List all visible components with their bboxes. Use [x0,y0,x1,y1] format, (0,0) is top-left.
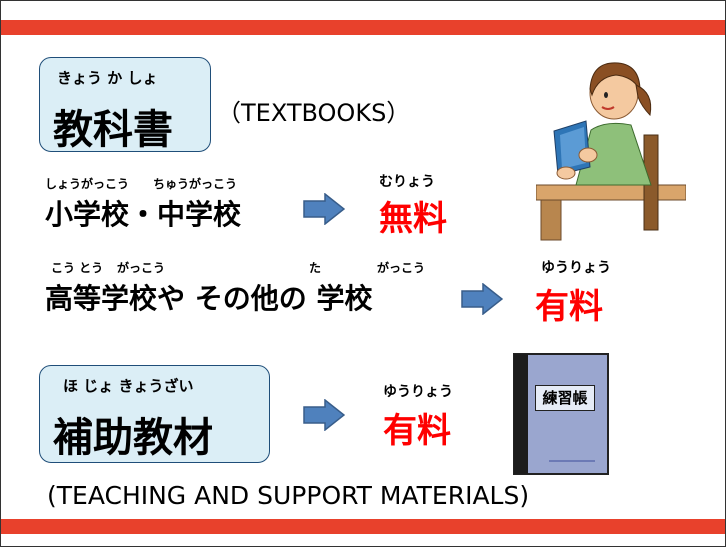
free-ruby: むりょう [379,174,435,190]
textbooks-title: 教科書 [53,107,173,153]
materials-ruby: ほ じょ きょうざい [63,377,194,395]
materials-paid-fee-text: 有料 [383,411,451,451]
arrow-right-icon [461,283,503,315]
materials-english-caption: (TEACHING AND SUPPORT MATERIALS) [47,481,530,510]
textbooks-ruby: きょう か しょ [57,69,158,87]
arrow-right-icon [303,399,345,431]
juniorhigh-ruby: ちゅうがっこう [153,177,238,191]
highschool-other-label: 高等学校や その他の 学校 [45,282,373,315]
elementary-ruby: しょうがっこう [45,177,130,191]
notebook-illustration: 練習帳 [513,353,609,475]
bottom-accent-bar [1,519,725,534]
arrow-right-icon [303,193,345,225]
highschool-ruby: こう とう [51,261,104,275]
other-ruby: た [309,261,322,275]
materials-label-box [39,365,270,463]
materials-paid-ruby: ゆうりょう [383,384,453,400]
top-accent-bar [1,20,725,35]
girl-reading-illustration [536,62,686,241]
materials-title: 補助教材 [53,415,213,461]
notebook-cover-label: 練習帳 [535,385,595,411]
textbooks-label-box [39,57,211,152]
school-ruby: がっこう [377,261,426,275]
free-fee-text: 無料 [379,199,447,239]
paid-ruby: ゆうりょう [541,260,611,276]
paid-fee-text: 有料 [535,287,603,327]
elementary-juniorhigh-label: 小学校・中学校 [45,198,242,231]
highschool-gakkou-ruby: がっこう [117,261,166,275]
textbooks-english: （TEXTBOOKS） [217,99,411,127]
